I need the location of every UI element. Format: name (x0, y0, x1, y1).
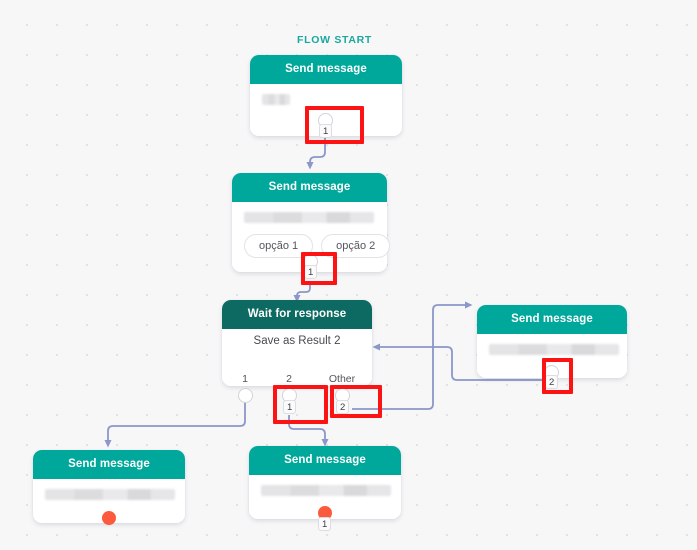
redacted-message-text (261, 485, 391, 496)
wait-output-badge-2[interactable]: 1 (283, 400, 297, 414)
node-header-title: Send message (250, 55, 402, 84)
node-header-title: Send message (232, 173, 387, 202)
redacted-message-text (45, 489, 175, 500)
annotation-box-node-right-port (542, 358, 573, 394)
node-send-message-right[interactable]: Send message (477, 305, 627, 378)
save-as-result-text: Save as Result 2 (253, 335, 341, 347)
redacted-message-text (262, 94, 290, 105)
wait-port-label-other: Other (328, 373, 356, 385)
annotation-box-node1-port (305, 106, 364, 144)
node-bottom-center-output-badge[interactable]: 1 (318, 517, 332, 531)
wait-output-port-1[interactable] (238, 388, 253, 403)
node-1-output-badge[interactable]: 1 (319, 124, 333, 138)
annotation-box-node2-port (301, 252, 337, 285)
node-body: Save as Result 2 (222, 329, 372, 386)
edge-wait1-to-bottomleft (104, 398, 246, 448)
flow-start-label: FLOW START (297, 34, 373, 46)
node-wait-for-response[interactable]: Wait for response Save as Result 2 (222, 300, 372, 386)
wait-port-label-1: 1 (242, 373, 248, 385)
redacted-message-text (489, 344, 619, 355)
wait-output-badge-other[interactable]: 2 (336, 400, 350, 414)
node-bottom-left-output-port[interactable] (102, 511, 116, 525)
annotation-box-wait-port-2 (273, 385, 328, 424)
node-send-message-2[interactable]: Send message opção 1 opção 2 (232, 173, 391, 272)
node-header-title: Send message (477, 305, 627, 334)
node-header-title: Send message (33, 450, 185, 479)
node-send-message-bottom-center[interactable]: Send message (249, 446, 401, 519)
edge-2-to-wait (293, 283, 311, 303)
node-header-title: Send message (249, 446, 401, 475)
wait-port-label-2: 2 (286, 373, 292, 385)
node-header-title: Wait for response (222, 300, 372, 329)
node-send-message-1[interactable]: Send message (250, 55, 402, 136)
redacted-message-text (244, 212, 374, 223)
annotation-box-wait-port-other (330, 385, 382, 418)
